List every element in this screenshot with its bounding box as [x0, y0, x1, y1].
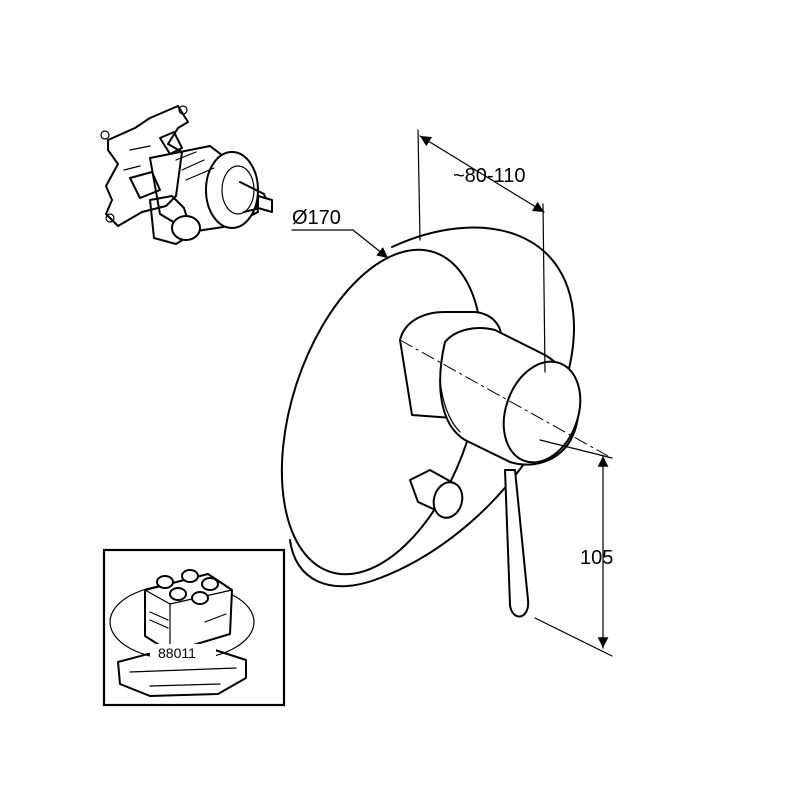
height-dimension-label: 105 — [580, 547, 613, 569]
installation-unit-inset: 88011 — [102, 548, 286, 707]
diameter-dimension-label: Ø170 — [292, 207, 341, 229]
handle-axis-centerline — [399, 339, 609, 457]
inset-part-number: 88011 — [158, 645, 196, 661]
diverter-knob — [409, 469, 464, 519]
diameter-dimension: Ø170 — [291, 207, 389, 259]
concealed-valve-body-illustration — [100, 105, 273, 245]
depth-dimension: ~80-110 — [417, 129, 546, 373]
height-dimension: 105 — [534, 439, 613, 657]
depth-dimension-label: ~80-110 — [453, 165, 525, 187]
mixer-lever-handle — [399, 311, 582, 618]
